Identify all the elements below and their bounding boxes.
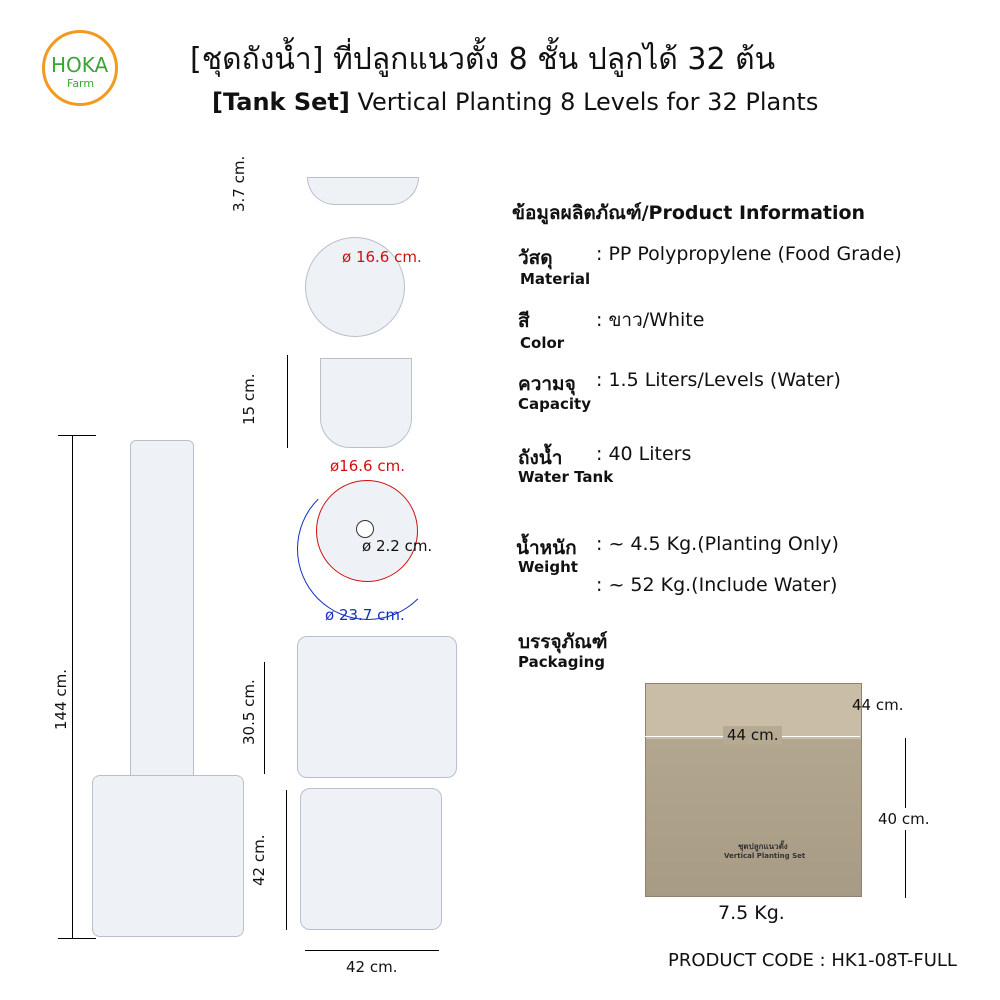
logo-text: HOKA: [51, 53, 109, 77]
tank-image: [297, 636, 457, 778]
height-line: [72, 435, 73, 939]
logo-subtext: Farm: [67, 77, 95, 90]
capacity-en: Capacity: [518, 395, 591, 413]
weight-value-2: : ~ 52 Kg.(Include Water): [596, 574, 838, 596]
color-th: สี: [518, 310, 530, 332]
product-code: PRODUCT CODE : HK1-08T-FULL: [668, 950, 957, 971]
box-height-label: 40 cm.: [878, 808, 930, 830]
height-tick-top: [58, 435, 96, 436]
level-height-label: 15 cm.: [240, 373, 258, 425]
box-weight-label: 7.5 Kg.: [718, 902, 785, 924]
tank-top-image: [300, 788, 442, 930]
level-diameter-label: ø16.6 cm.: [330, 457, 405, 475]
tank-en: Water Tank: [518, 468, 614, 486]
height-tick-bottom: [58, 938, 96, 939]
lid-image: [307, 177, 419, 205]
lid-diameter-label: ø 16.6 cm.: [342, 248, 422, 266]
outer-diameter-label: ø 23.7 cm.: [325, 606, 405, 624]
tank-th: ถังน้ำ: [518, 447, 563, 469]
title-english-bold: [Tank Set]: [212, 88, 350, 116]
lid-top-image: [305, 237, 405, 337]
capacity-value: : 1.5 Liters/Levels (Water): [596, 369, 841, 391]
level-side-image: [320, 358, 412, 448]
material-th: วัสดุ: [518, 247, 553, 269]
tower-height-label: 144 cm.: [52, 668, 70, 730]
logo: HOKA Farm: [42, 30, 118, 106]
tank-depth-label: 42 cm.: [250, 834, 268, 886]
material-value: : PP Polypropylene (Food Grade): [596, 243, 902, 265]
box-print-th: ชุดปลูกแนวตั้ง: [738, 842, 788, 851]
tank-height-line: [264, 662, 265, 774]
capacity-th: ความจุ: [518, 373, 576, 395]
level-height-line: [287, 355, 288, 448]
weight-th: น้ำหนัก: [516, 537, 577, 559]
box-depth-label: 44 cm.: [852, 696, 904, 714]
title-english: [Tank Set] Vertical Planting 8 Levels fo…: [212, 88, 818, 116]
weight-en: Weight: [518, 558, 578, 576]
title-english-rest: Vertical Planting 8 Levels for 32 Plants: [349, 88, 819, 116]
tank-depth-line: [286, 790, 287, 930]
tower-base-tank: [92, 775, 244, 937]
weight-value: : ~ 4.5 Kg.(Planting Only): [596, 533, 839, 555]
packaging-th: บรรจุภัณฑ์: [518, 631, 608, 653]
tank-width-label: 42 cm.: [346, 958, 398, 976]
info-heading: ข้อมูลผลิตภัณฑ์/Product Information: [512, 202, 866, 224]
color-en: Color: [520, 334, 565, 352]
box-image: ชุดปลูกแนวตั้ง Vertical Planting Set: [645, 683, 862, 897]
color-value: : ขาว/White: [596, 309, 705, 331]
outer-diameter-arc: [297, 478, 439, 620]
box-print-en: Vertical Planting Set: [724, 852, 806, 860]
lid-height-label: 3.7 cm.: [230, 155, 248, 212]
material-en: Material: [520, 270, 591, 288]
tank-width-line: [305, 950, 439, 951]
box-width-label: 44 cm.: [723, 726, 783, 744]
tower-column: [130, 440, 194, 832]
title-thai: [ชุดถังน้ำ] ที่ปลูกแนวตั้ง 8 ชั้น ปลูกได…: [190, 42, 776, 77]
packaging-en: Packaging: [518, 653, 605, 671]
tank-height-label: 30.5 cm.: [240, 679, 258, 745]
tank-value: : 40 Liters: [596, 443, 692, 465]
